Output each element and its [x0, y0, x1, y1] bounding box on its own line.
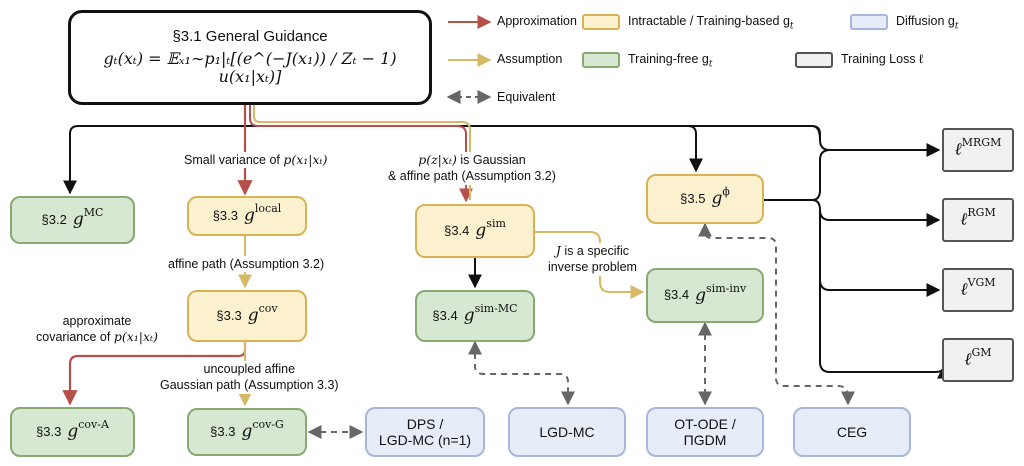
- legend-swatch-gray: [795, 52, 833, 68]
- node-loss-vgm: ℓVGM: [942, 268, 1014, 312]
- arrow-bus-to-mrgm: [811, 125, 941, 157]
- node-loss-mrgm: ℓMRGM: [942, 128, 1014, 172]
- legend-swatch-blue: [850, 14, 888, 30]
- legend-equivalent: Equivalent: [497, 90, 556, 104]
- legend-training-free: Training-free gt: [628, 52, 713, 70]
- general-guidance-box: §3.1 General Guidance gₜ(xₜ) = 𝔼ₓ₁∼p₁|ₜ[…: [68, 10, 432, 105]
- general-guidance-formula: gₜ(xₜ) = 𝔼ₓ₁∼p₁|ₜ[(e^(−J(x₁)) / Zₜ − 1) …: [103, 48, 397, 87]
- label-uncoupled: uncoupled affine Gaussian path (Assumpti…: [158, 361, 341, 394]
- arrow-main-to-sim: [249, 105, 473, 203]
- label-specific-inverse: J is a specific inverse problem: [546, 243, 639, 276]
- legend-assumption: Assumption: [497, 52, 563, 66]
- arrow-main-to-phi: [687, 125, 703, 173]
- arrow-phi-to-rgm: [811, 199, 941, 227]
- equiv-simmc-lgdmc: [468, 340, 575, 406]
- general-guidance-title: §3.1 General Guidance: [172, 28, 328, 46]
- arrow-main-to-sim-assump: [253, 105, 471, 200]
- label-approx-covariance: approximate covariance of p(x₁|xₜ): [36, 314, 158, 345]
- label-small-variance: Small variance of p(x₁|xₜ): [182, 152, 330, 169]
- legend-swatch-green: [582, 52, 620, 68]
- equiv-phi-ceg: [698, 222, 855, 406]
- arrow-phi-to-vgm: [819, 210, 941, 297]
- node-ceg: CEG: [793, 407, 911, 457]
- label-gaussian: p(z|xₜ) is Gaussian & affine path (Assum…: [386, 152, 558, 185]
- node-lgd-mc: LGD-MC: [508, 407, 626, 457]
- legend-swatch-yellow: [582, 14, 620, 30]
- node-loss-rgm: ℓRGM: [942, 198, 1014, 242]
- arrow-phi-to-mrgm: [764, 149, 831, 201]
- label-affine-path: affine path (Assumption 3.2): [166, 256, 327, 273]
- node-loss-gm: ℓGM: [942, 338, 1014, 382]
- legend-training-loss: Training Loss ℓ: [841, 52, 924, 66]
- legend-intractable: Intractable / Training-based gt: [628, 14, 794, 32]
- arrow-phi-to-gm: [819, 280, 951, 379]
- node-ot-ode: OT-ODE /ΠGDM: [646, 407, 764, 457]
- node-dps: DPS /LGD-MC (n=1): [365, 407, 485, 457]
- legend-approximation: Approximation: [497, 14, 577, 28]
- legend-diffusion: Diffusion gt: [896, 14, 959, 32]
